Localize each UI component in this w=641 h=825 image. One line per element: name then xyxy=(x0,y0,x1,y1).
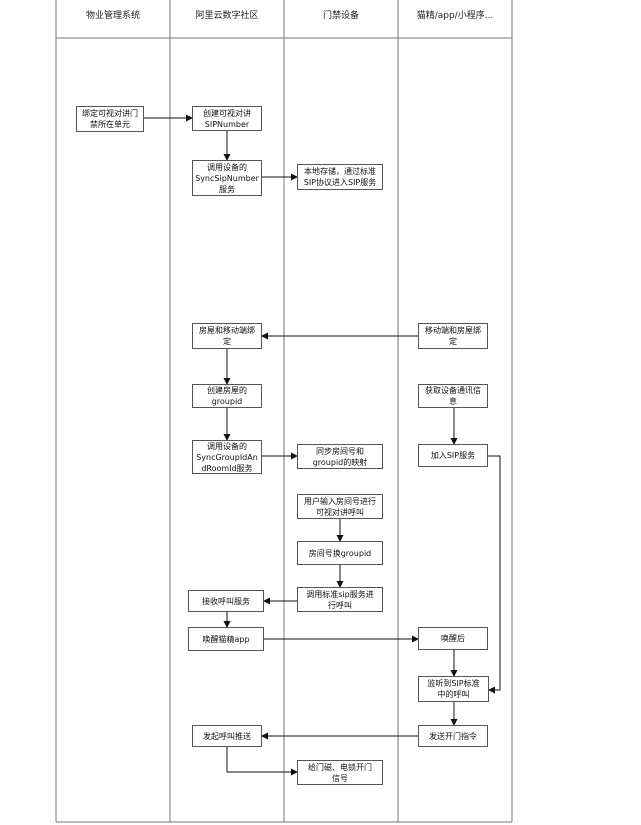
node-store-sip: 本地存储，通过标准 SIP协议进入SIP服务 xyxy=(297,164,383,190)
arrows xyxy=(144,114,501,776)
node-sync-mapping-label: 同步房间号和 groupid的映射 xyxy=(312,446,368,467)
node-create-groupid-label: 创建房屋的 groupid xyxy=(207,386,247,406)
node-sync-group: 调用设备的 SyncGroupIdAn dRoomId服务 xyxy=(192,440,262,474)
node-get-device-info-label: 获取设备通讯信 息 xyxy=(425,386,481,406)
node-listen-sip-label: 监听到SIP标准 中的呼叫 xyxy=(427,679,480,699)
lane-dividers xyxy=(55,0,513,823)
node-create-sip-label: 创建可视对讲 SIPNumber xyxy=(203,108,251,129)
node-join-sip: 加入SIP服务 xyxy=(418,444,488,467)
node-sync-sip-label: 调用设备的 SyncSipNumber 服务 xyxy=(195,162,259,194)
node-user-input: 用户输入房间号进行 可视对讲呼叫 xyxy=(297,494,383,519)
node-create-groupid: 创建房屋的 groupid xyxy=(192,384,262,408)
node-sync-group-label: 调用设备的 SyncGroupIdAn dRoomId服务 xyxy=(196,441,258,473)
node-mobile-house-bind-label: 移动端和房屋绑 定 xyxy=(425,326,481,346)
node-sync-mapping: 同步房间号和 groupid的映射 xyxy=(297,444,383,469)
node-get-device-info: 获取设备通讯信 息 xyxy=(418,384,488,408)
node-store-sip-label: 本地存储，通过标准 SIP协议进入SIP服务 xyxy=(303,167,377,187)
node-receive-call: 接收呼叫服务 xyxy=(188,590,264,612)
node-join-sip-label: 加入SIP服务 xyxy=(430,451,476,460)
node-mobile-house-bind: 移动端和房屋绑 定 xyxy=(418,323,488,349)
node-user-input-label: 用户输入房间号进行 可视对讲呼叫 xyxy=(304,496,376,517)
node-listen-sip: 监听到SIP标准 中的呼叫 xyxy=(418,676,489,702)
node-call-sip: 调用标准sip服务进 行呼叫 xyxy=(297,587,383,612)
node-receive-call-label: 接收呼叫服务 xyxy=(202,596,250,606)
node-wake-app: 唤醒猫精app xyxy=(188,627,264,651)
lane-title-aliyun: 阿里云数字社区 xyxy=(195,11,259,21)
node-call-sip-label: 调用标准sip服务进 行呼叫 xyxy=(306,589,374,610)
node-room-to-group-label: 房间号换groupid xyxy=(308,548,372,558)
lane-title-property: 物业管理系统 xyxy=(85,11,140,21)
node-create-sip: 创建可视对讲 SIPNumber xyxy=(192,106,262,131)
node-wake-app-label: 唤醒猫精app xyxy=(202,634,250,644)
lane-title-cat: 猫精/app/小程序... xyxy=(416,11,494,21)
node-send-open-label: 发送开门指令 xyxy=(429,731,477,741)
node-bind-unit: 绑定可视对讲门 禁所在单元 xyxy=(76,106,144,132)
node-push-call-label: 发起呼叫推送 xyxy=(203,731,251,741)
arrow-join-to-listen xyxy=(488,455,501,694)
node-sync-sip: 调用设备的 SyncSipNumber 服务 xyxy=(192,160,262,196)
node-push-call: 发起呼叫推送 xyxy=(192,725,262,747)
node-open-door-label: 给门磁、电锁开门 信号 xyxy=(308,762,372,783)
node-room-to-group: 房间号换groupid xyxy=(297,541,383,565)
node-house-mobile-bind: 房屋和移动端绑 定 xyxy=(192,323,262,349)
node-send-open: 发送开门指令 xyxy=(418,725,488,747)
node-house-mobile-bind-label: 房屋和移动端绑 定 xyxy=(199,326,255,346)
node-bind-unit-label: 绑定可视对讲门 禁所在单元 xyxy=(82,109,138,129)
node-wake-after: 唤醒后 xyxy=(418,627,488,650)
node-open-door: 给门磁、电锁开门 信号 xyxy=(297,760,383,785)
lane-title-door: 门禁设备 xyxy=(322,11,359,21)
arrow-push-to-open xyxy=(226,747,298,776)
node-wake-after-label: 唤醒后 xyxy=(441,634,465,643)
